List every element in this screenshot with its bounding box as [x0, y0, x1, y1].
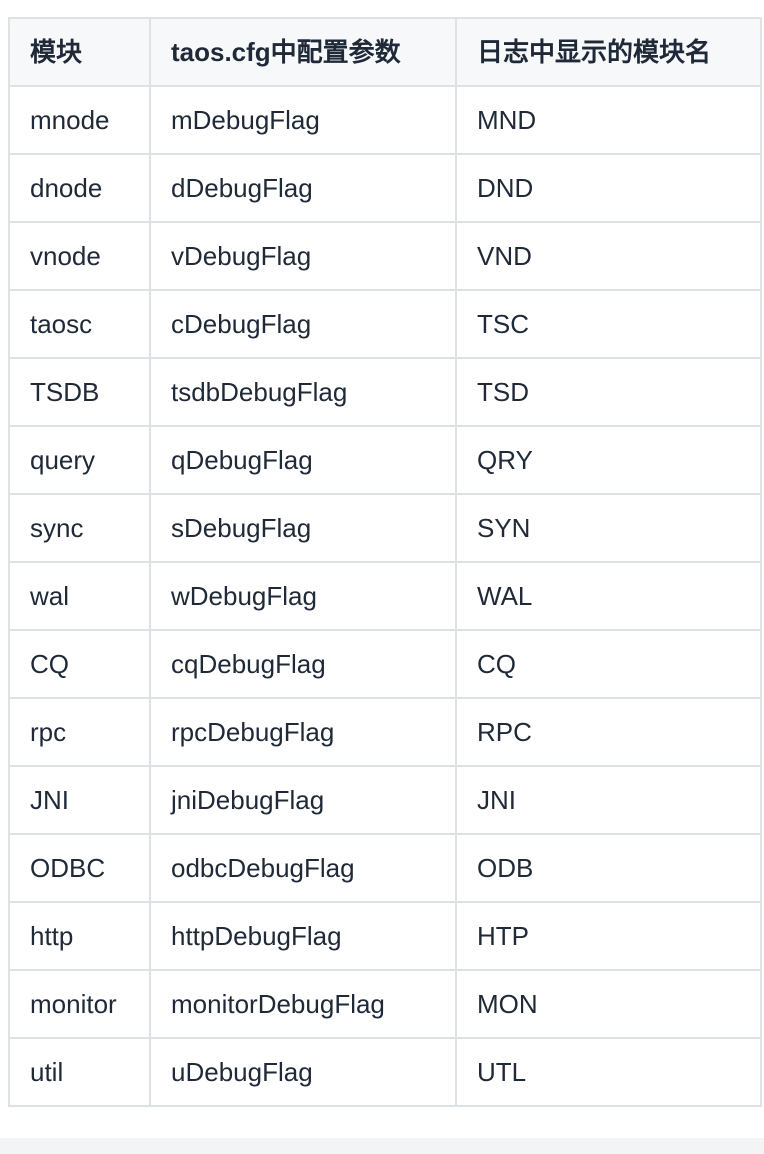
cell-config-param: dDebugFlag — [149, 153, 457, 223]
cell-config-param: qDebugFlag — [149, 425, 457, 495]
cell-config-param: monitorDebugFlag — [149, 969, 457, 1039]
cell-log-module-name: SYN — [455, 493, 762, 563]
cell-config-param: tsdbDebugFlag — [149, 357, 457, 427]
cell-log-module-name: QRY — [455, 425, 762, 495]
cell-module: TSDB — [8, 357, 151, 427]
header-log-module-name: 日志中显示的模块名 — [455, 17, 762, 87]
cell-module: rpc — [8, 697, 151, 767]
cell-log-module-name: WAL — [455, 561, 762, 631]
cell-config-param: mDebugFlag — [149, 85, 457, 155]
cell-module: util — [8, 1037, 151, 1107]
cell-module: monitor — [8, 969, 151, 1039]
cell-log-module-name: MON — [455, 969, 762, 1039]
cell-log-module-name: UTL — [455, 1037, 762, 1107]
header-module: 模块 — [8, 17, 151, 87]
cell-module: wal — [8, 561, 151, 631]
cell-log-module-name: TSC — [455, 289, 762, 359]
cell-log-module-name: TSD — [455, 357, 762, 427]
cell-module: dnode — [8, 153, 151, 223]
header-config-param: taos.cfg中配置参数 — [149, 17, 457, 87]
cell-module: taosc — [8, 289, 151, 359]
cell-config-param: wDebugFlag — [149, 561, 457, 631]
cell-config-param: rpcDebugFlag — [149, 697, 457, 767]
cell-config-param: cDebugFlag — [149, 289, 457, 359]
cell-module: ODBC — [8, 833, 151, 903]
cell-config-param: jniDebugFlag — [149, 765, 457, 835]
cell-config-param: odbcDebugFlag — [149, 833, 457, 903]
cell-module: sync — [8, 493, 151, 563]
cell-log-module-name: MND — [455, 85, 762, 155]
header-row: 模块 taos.cfg中配置参数 日志中显示的模块名 — [8, 17, 762, 87]
cell-module: CQ — [8, 629, 151, 699]
cell-log-module-name: ODB — [455, 833, 762, 903]
cell-module: query — [8, 425, 151, 495]
cell-module: http — [8, 901, 151, 971]
cell-module: mnode — [8, 85, 151, 155]
bottom-edge — [0, 1138, 764, 1154]
cell-config-param: sDebugFlag — [149, 493, 457, 563]
cell-module: vnode — [8, 221, 151, 291]
cell-config-param: uDebugFlag — [149, 1037, 457, 1107]
cell-log-module-name: JNI — [455, 765, 762, 835]
table-header: 模块 taos.cfg中配置参数 日志中显示的模块名 — [8, 17, 762, 87]
cell-config-param: httpDebugFlag — [149, 901, 457, 971]
cell-log-module-name: HTP — [455, 901, 762, 971]
cell-config-param: cqDebugFlag — [149, 629, 457, 699]
cell-module: JNI — [8, 765, 151, 835]
cell-log-module-name: CQ — [455, 629, 762, 699]
cell-log-module-name: VND — [455, 221, 762, 291]
cell-log-module-name: DND — [455, 153, 762, 223]
cell-log-module-name: RPC — [455, 697, 762, 767]
cell-config-param: vDebugFlag — [149, 221, 457, 291]
